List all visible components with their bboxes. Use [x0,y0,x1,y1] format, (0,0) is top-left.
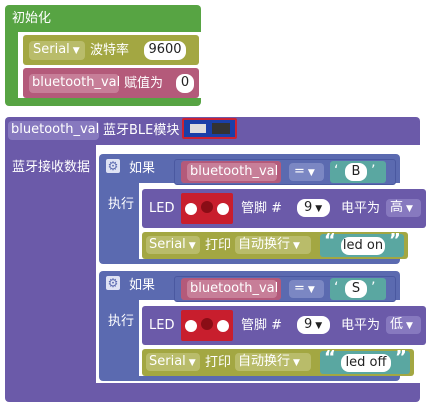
variable-name-field[interactable]: bluetooth_val [29,74,120,93]
do-label: 执行 [108,197,135,212]
print-label: 打印 [205,355,232,370]
ble-module-icon [182,118,237,139]
chevron-down-icon: ▼ [188,241,196,251]
ble-module-label: 蓝牙BLE模块 [103,123,180,138]
chevron-down-icon: ▼ [315,204,323,214]
chevron-down-icon: ▼ [406,321,413,331]
compare-variable-field[interactable]: bluetooth_val [187,280,278,298]
pin-field[interactable]: 9▼ [297,199,330,217]
print-text-field[interactable]: led off [341,354,391,372]
chevron-down-icon: ▼ [315,321,323,331]
gear-icon[interactable]: ⚙ [106,159,120,173]
chevron-down-icon: ▼ [293,358,300,368]
operator-select[interactable]: =▼ [289,163,324,181]
pin-field[interactable]: 9▼ [297,316,330,334]
compare-variable-field[interactable]: bluetooth_val [187,163,278,181]
newline-select[interactable]: 自动换行▼ [235,353,311,371]
ble-receive-label: 蓝牙接收数据 [12,160,91,175]
gear-icon[interactable]: ⚙ [106,276,120,290]
led-module-icon [181,193,233,224]
print-label: 打印 [205,238,232,253]
compare-value-field[interactable]: B [345,163,367,181]
chevron-down-icon: ▼ [72,46,80,56]
print-text-field[interactable]: led on [341,237,385,255]
led-module-icon [181,310,233,341]
led-label: LED [149,318,175,333]
level-label: 电平为 [341,201,381,216]
serial-select[interactable]: Serial▼ [29,41,85,60]
compare-value-field[interactable]: S [345,280,367,298]
ble-variable-field[interactable]: bluetooth_val [8,121,99,140]
assign-label: 赋值为 [124,76,164,91]
assign-value-field[interactable]: 0 [176,74,194,93]
newline-select[interactable]: 自动换行▼ [235,236,311,254]
do-label: 执行 [108,314,135,329]
baud-label: 波特率 [90,43,130,58]
chevron-down-icon: ▼ [188,358,196,368]
pin-label: 管脚 # [241,201,283,216]
chevron-down-icon: ▼ [307,285,315,295]
chevron-down-icon: ▼ [307,168,315,178]
serial-print-select[interactable]: Serial▼ [146,353,200,371]
led-label: LED [149,201,175,216]
chevron-down-icon: ▼ [293,241,300,251]
pin-label: 管脚 # [241,318,283,333]
operator-select[interactable]: =▼ [289,280,324,298]
level-label: 电平为 [341,318,381,333]
serial-print-select[interactable]: Serial▼ [146,236,200,254]
chevron-down-icon: ▼ [406,204,413,214]
level-select[interactable]: 低▼ [386,316,421,334]
setup-title: 初始化 [12,11,52,26]
if-label: 如果 [129,278,156,293]
level-select[interactable]: 高▼ [386,199,421,217]
baud-value-field[interactable]: 9600 [144,41,186,60]
if-label: 如果 [129,161,156,176]
